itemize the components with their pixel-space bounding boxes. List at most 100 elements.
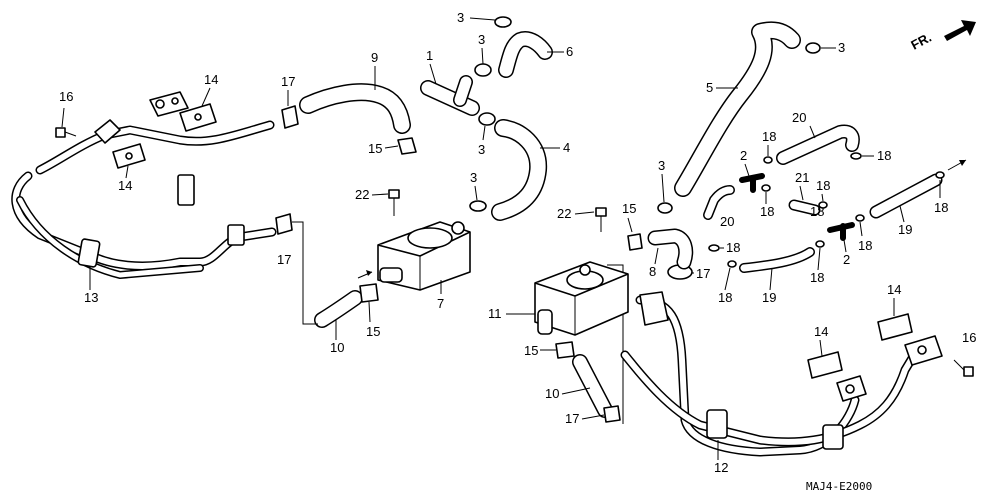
callout-21: 21 (795, 170, 809, 185)
callout-15-mid: 15 (622, 201, 636, 216)
callout-18-i: 18 (810, 270, 824, 285)
callout-18-j: 18 (718, 290, 732, 305)
callout-3-b: 3 (478, 32, 485, 47)
flow-arrows (357, 159, 967, 279)
callout-18-f: 18 (934, 200, 948, 215)
callout-15-top: 15 (368, 141, 382, 156)
callout-17-top: 17 (281, 74, 295, 89)
callout-18-d: 18 (760, 204, 774, 219)
callout-3-c: 3 (478, 142, 485, 157)
pipe-assembly-12 (620, 291, 943, 457)
flange-14-lower (112, 143, 146, 169)
hose-21 (788, 199, 821, 216)
clamp-17-left (275, 213, 293, 235)
diagram-code: MAJ4-E2000 (806, 480, 872, 493)
clamp-17-lower (603, 405, 621, 423)
callout-9: 9 (371, 50, 378, 65)
clamp-3-a (494, 16, 512, 28)
bolt-22-left (388, 189, 400, 216)
callout-14-top: 14 (204, 72, 218, 87)
callout-18-a: 18 (762, 129, 776, 144)
air-valve-11 (534, 261, 629, 336)
clamp-3-d (469, 200, 487, 212)
callout-4: 4 (563, 140, 570, 155)
leader-brackets (292, 221, 624, 424)
callout-13: 13 (84, 290, 98, 305)
clamp-3-f (805, 42, 821, 54)
callout-1: 1 (426, 48, 433, 63)
callout-22-right: 22 (557, 206, 571, 221)
joint-1 (420, 75, 480, 116)
clips-18 (708, 152, 945, 268)
callout-16-right: 16 (962, 330, 976, 345)
air-valve-7 (377, 221, 471, 291)
callout-17-lower: 17 (565, 411, 579, 426)
flange-14-right-a (807, 351, 843, 379)
callout-3-a: 3 (457, 10, 464, 25)
callout-22-left: 22 (355, 187, 369, 202)
hose-19-right (869, 173, 943, 219)
callout-18-c: 18 (816, 178, 830, 193)
hose-9 (299, 83, 411, 134)
hose-10-right (572, 354, 613, 418)
callout-7: 7 (437, 296, 444, 311)
callout-3-d: 3 (470, 170, 477, 185)
callout-19-lower: 19 (762, 290, 776, 305)
callout-3-e: 3 (658, 158, 665, 173)
joint-2-upper (739, 173, 765, 193)
callout-10-left: 10 (330, 340, 344, 355)
hose-10-left (314, 290, 363, 328)
hose-20-upper (776, 124, 860, 165)
bolt-16-left (55, 107, 77, 138)
clamp-15-upper (397, 137, 417, 155)
callout-2-upper: 2 (740, 148, 747, 163)
clamp-3-e (657, 202, 673, 214)
callout-11: 11 (488, 306, 502, 321)
hose-8 (647, 228, 694, 270)
callout-labels: 3 1 3 6 9 17 14 16 14 15 3 4 3 22 17 13 … (59, 10, 976, 493)
callout-15-left: 15 (366, 324, 380, 339)
clamp-3-b (474, 63, 492, 77)
flange-14-upper (179, 103, 217, 132)
clamp-15-left (359, 283, 379, 303)
callout-17-mid: 17 (696, 266, 710, 281)
front-direction-indicator: FR. (908, 20, 976, 53)
hose-5 (674, 21, 801, 197)
fr-label: FR. (908, 30, 934, 53)
callout-16-left: 16 (59, 89, 73, 104)
callout-18-b: 18 (877, 148, 891, 163)
callout-2-lower: 2 (843, 252, 850, 267)
callout-14-mid: 14 (118, 178, 132, 193)
callout-18-e: 18 (810, 204, 824, 219)
callout-10-right: 10 (545, 386, 559, 401)
callout-18-h: 18 (726, 240, 740, 255)
callout-20-mid: 20 (720, 214, 734, 229)
callout-18-g: 18 (858, 238, 872, 253)
callout-12: 12 (714, 460, 728, 475)
hose-19-lower (739, 247, 815, 273)
callout-20-top: 20 (792, 110, 806, 125)
callout-14-right-b: 14 (887, 282, 901, 297)
callout-15-lower: 15 (524, 343, 538, 358)
callout-14-right-a: 14 (814, 324, 828, 339)
callout-17-left: 17 (277, 252, 291, 267)
clamp-17-upper (281, 105, 299, 129)
pipe-assembly-13 (11, 91, 277, 279)
hose-20-small (703, 185, 735, 220)
hose-6 (498, 31, 553, 78)
bolt-22-right (595, 207, 607, 232)
callout-3-f: 3 (838, 40, 845, 55)
callout-19-right: 19 (898, 222, 912, 237)
flange-14-right-b (877, 313, 913, 341)
callout-6: 6 (566, 44, 573, 59)
clamp-3-c (478, 112, 496, 126)
clamp-15-lower (555, 341, 575, 359)
bolt-16-right (953, 359, 974, 377)
front-arrow-icon (944, 20, 976, 41)
callout-5: 5 (706, 80, 713, 95)
callout-8: 8 (649, 264, 656, 279)
hose-4 (491, 119, 548, 221)
joint-2-lower (827, 222, 855, 241)
clamp-15-mid (627, 233, 643, 251)
